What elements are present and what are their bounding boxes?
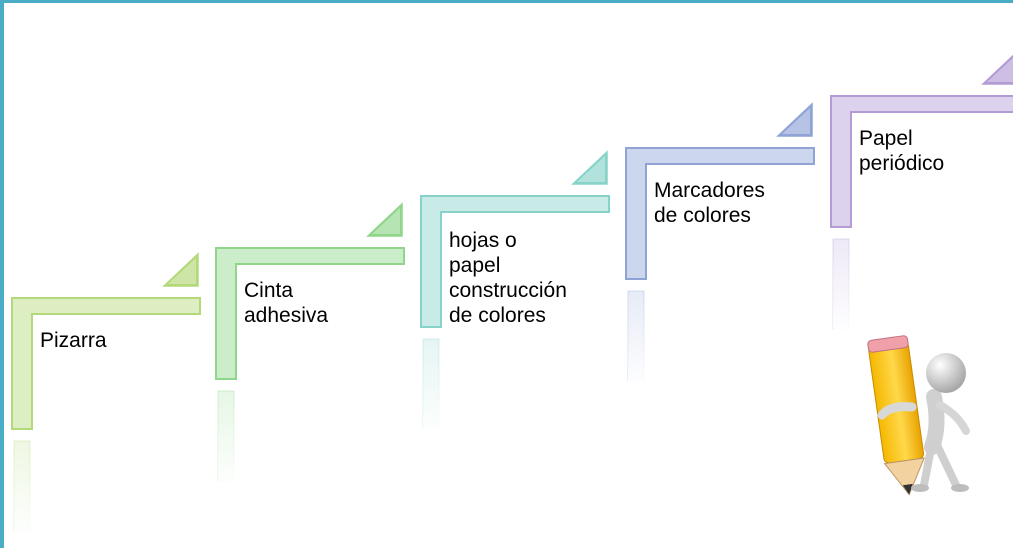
pencil-mascot-icon — [867, 335, 970, 496]
step-label-4: Marcadores de colores — [654, 179, 765, 227]
step-label-2: Cinta adhesiva — [244, 279, 329, 327]
step-label-3: hojas o papel construcción de colores — [449, 229, 567, 327]
step-label-1: Pizarra — [40, 329, 107, 352]
step-label-5: Papel periódico — [859, 127, 945, 175]
